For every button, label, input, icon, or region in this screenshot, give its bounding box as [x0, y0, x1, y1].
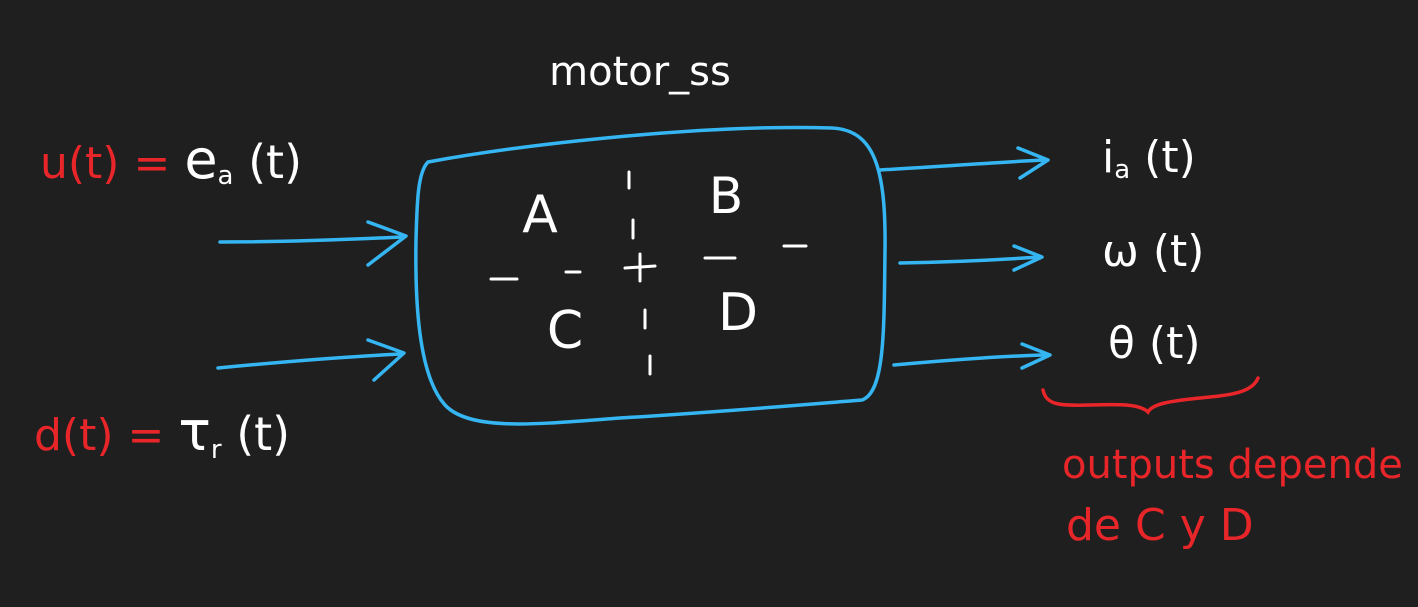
note-line-2: de C y D: [1066, 500, 1254, 551]
input-arrow-1: [218, 220, 408, 267]
output-arrow-2: [898, 244, 1044, 272]
matrix-b: B: [709, 167, 743, 225]
output-label-2: ω (t): [1102, 226, 1204, 277]
matrix-d: D: [718, 283, 758, 343]
output-arrow-3: [892, 342, 1052, 370]
output-arrow-1: [878, 146, 1050, 180]
input-label-1: u(t) = ea (t): [40, 128, 302, 191]
note-line-1: outputs depende: [1062, 442, 1403, 488]
system-block: [414, 125, 887, 426]
output-label-1: ia (t): [1102, 132, 1196, 185]
output-brace: [1041, 376, 1260, 415]
block-title: motor_ss: [549, 49, 731, 95]
matrix-c: C: [547, 301, 583, 361]
matrix-a: A: [522, 185, 558, 245]
input-arrow-2: [216, 338, 406, 382]
output-label-3: θ (t): [1108, 318, 1201, 369]
input-label-2: d(t) = τr (t): [34, 400, 290, 465]
